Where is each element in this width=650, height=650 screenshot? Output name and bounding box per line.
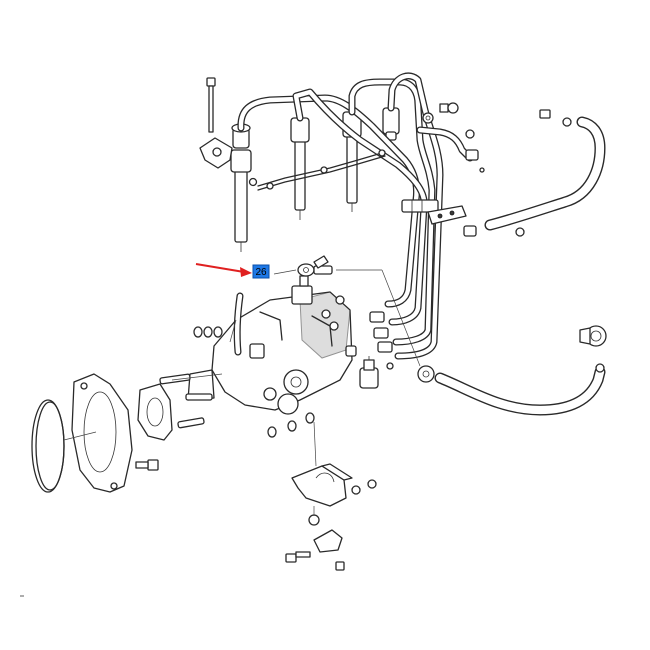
- callout-part-26[interactable]: 26: [195, 263, 270, 279]
- callout-label: 26: [255, 267, 267, 278]
- injection-pump[interactable]: [187, 275, 353, 415]
- delivery-valve-outlets[interactable]: [345, 311, 393, 357]
- pump-mounting-gasket[interactable]: [137, 383, 173, 441]
- hose-clamp-right[interactable]: [579, 325, 607, 373]
- injector-clamp[interactable]: [199, 137, 233, 169]
- pump-washers[interactable]: [193, 326, 223, 338]
- flange-bolt[interactable]: [135, 459, 159, 471]
- leader-lines: [63, 269, 421, 516]
- pump-bracket[interactable]: [291, 463, 353, 507]
- return-hose-lower[interactable]: [434, 366, 606, 416]
- washer-top-right[interactable]: [422, 112, 434, 124]
- bracket-small[interactable]: [308, 514, 343, 553]
- lower-washers[interactable]: [267, 412, 315, 438]
- banjo-fitting-hose[interactable]: [417, 365, 435, 383]
- fuel-injector-left[interactable]: [230, 123, 252, 252]
- stud-3[interactable]: [177, 417, 205, 429]
- fuel-injector-2[interactable]: [290, 117, 310, 220]
- callout-badge: [252, 264, 270, 279]
- pipe-connector-right[interactable]: [416, 126, 485, 173]
- callout-arrow: [195, 263, 245, 273]
- return-hose-upper[interactable]: [484, 116, 606, 231]
- pipe-clamp-upper[interactable]: [401, 199, 439, 213]
- stud-2[interactable]: [185, 393, 213, 401]
- solenoid-valve[interactable]: [359, 356, 394, 389]
- leak-off-line[interactable]: [248, 149, 386, 191]
- injector-pipe-set[interactable]: [237, 72, 444, 360]
- stud-1[interactable]: [159, 373, 191, 385]
- pump-feed-pipe[interactable]: [233, 292, 244, 356]
- banjo-bolt-top-right[interactable]: [539, 109, 572, 127]
- fitting-bolt-top[interactable]: [439, 102, 459, 114]
- hose-end-fitting[interactable]: [463, 225, 525, 237]
- pipe-clamp-lower[interactable]: [427, 205, 467, 225]
- pump-front-flange[interactable]: [71, 373, 133, 493]
- part-26-banjo-fitting[interactable]: [297, 255, 333, 277]
- o-ring[interactable]: [31, 399, 65, 493]
- callout-arrowhead: [240, 267, 252, 277]
- bracket-bolts[interactable]: [285, 551, 345, 571]
- bracket-nuts[interactable]: [351, 479, 377, 495]
- clamp-bolt[interactable]: [206, 77, 216, 133]
